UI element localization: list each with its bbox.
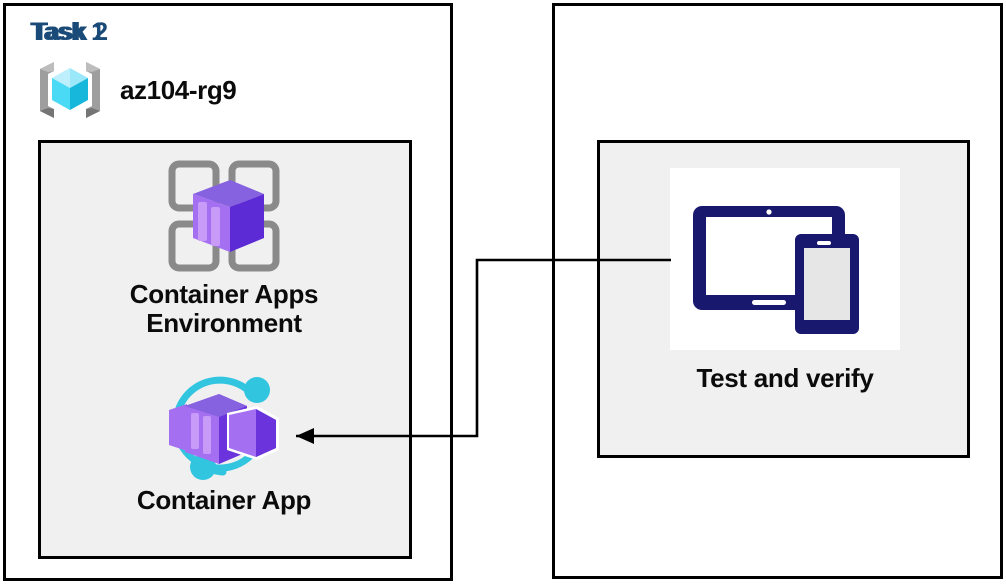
tablet-and-phone-icon	[687, 184, 883, 334]
task-2-title: Task 2	[33, 18, 108, 46]
node-container-app-label: Container App	[136, 485, 312, 515]
node-test-and-verify-label-wrap: Test and verify	[696, 363, 874, 393]
node-container-apps-environment-label: Container Apps Environment	[129, 279, 319, 339]
resource-group-header: az104-rg9	[34, 58, 237, 122]
node-test-and-verify-label: Test and verify	[696, 363, 874, 393]
resource-group-icon	[34, 58, 106, 122]
task-1-title: Task 1	[30, 18, 105, 46]
container-apps-environment-icon	[160, 152, 288, 280]
resource-group-name: az104-rg9	[120, 74, 237, 105]
node-test-and-verify: Test and verify	[640, 168, 930, 393]
node-container-app: Container App	[74, 368, 374, 515]
test-and-verify-icon-plate	[670, 168, 900, 350]
container-app-icon	[157, 368, 291, 486]
node-container-apps-environment: Container Apps Environment	[74, 152, 374, 338]
